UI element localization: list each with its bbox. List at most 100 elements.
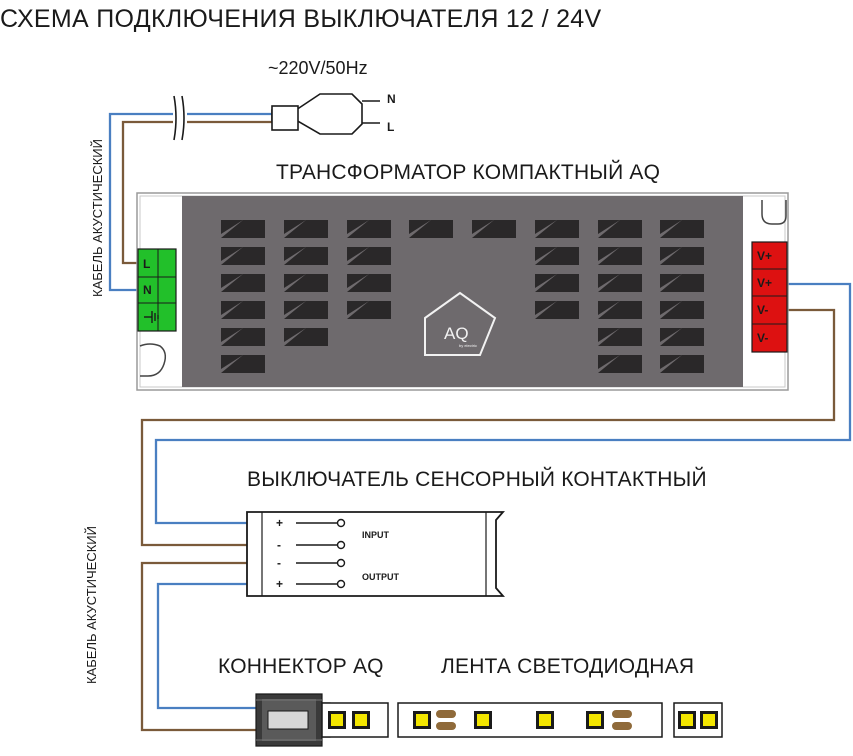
cable-break-icon (173, 95, 187, 141)
vent-slot (347, 301, 369, 315)
terminal-l-label: L (143, 257, 150, 271)
vent-slot (598, 355, 620, 369)
vent-slot (284, 328, 328, 346)
vent-slot (660, 328, 704, 346)
vent-slot (221, 301, 243, 315)
vent-slot (221, 328, 265, 346)
vent-slot (598, 274, 620, 288)
vent-slot (221, 301, 265, 319)
vent-slot (535, 220, 579, 238)
vent-slot (598, 301, 620, 315)
mount-slot-top-right (761, 200, 787, 225)
vent-slot (535, 274, 579, 292)
ventilation-grille (221, 220, 704, 373)
vent-slot (598, 247, 620, 261)
vent-slot (598, 274, 642, 292)
strip-segment (397, 702, 663, 738)
vent-slot (347, 220, 369, 234)
wire-mains-blue (108, 112, 272, 292)
led-chip-emitter (355, 714, 367, 726)
led-chip-emitter (539, 714, 551, 726)
vent-slot (284, 247, 306, 261)
vent-slot (598, 355, 642, 373)
aq-logo-subtext: by electric (459, 343, 477, 348)
vent-slot (660, 274, 682, 288)
vent-slot (221, 247, 265, 265)
switch-sign-input-minus: - (277, 538, 281, 552)
solder-pad (612, 722, 632, 730)
cable-label-top: КАБЕЛЬ АКУСТИЧЕСКИЙ (90, 139, 105, 297)
diagram-title: СХЕМА ПОДКЛЮЧЕНИЯ ВЫКЛЮЧАТЕЛЯ 12 / 24V (0, 5, 601, 33)
wire-mains-brown (121, 120, 272, 265)
vent-slot (347, 220, 391, 238)
switch-sign-input-plus: + (276, 516, 283, 530)
wire-out-plus (156, 582, 256, 710)
vent-slot (472, 220, 494, 234)
vent-slot (472, 220, 516, 238)
vent-slot (221, 274, 243, 288)
mains-voltage-label: ~220V/50Hz (268, 58, 368, 78)
solder-pad (436, 710, 456, 718)
vent-slot (284, 328, 306, 342)
vent-slot (660, 328, 682, 342)
vent-slot (221, 274, 265, 292)
vent-slot (660, 247, 682, 261)
connector-label: КОННЕКТОР AQ (218, 655, 384, 678)
vent-slot (221, 220, 265, 238)
plug-pin-n-label: N (387, 92, 396, 106)
switch-sign-output-plus: + (276, 577, 283, 591)
vent-slot (347, 274, 369, 288)
terminal-n-label: N (143, 283, 152, 297)
vent-slot (284, 247, 328, 265)
led-chip-emitter (477, 714, 489, 726)
vent-slot (221, 247, 243, 261)
vent-slot (660, 301, 682, 315)
vent-slot (598, 220, 620, 234)
vent-slot (347, 247, 369, 261)
strip-label: ЛЕНТА СВЕТОДИОДНАЯ (441, 655, 694, 678)
solder-pad (612, 710, 632, 718)
vent-slot (598, 328, 642, 346)
vent-slot (660, 301, 704, 319)
vent-slot (535, 301, 579, 319)
terminal-vminus-1-label: V- (757, 303, 768, 317)
vent-slot (284, 301, 306, 315)
solder-pad (436, 722, 456, 730)
vent-slot (535, 247, 579, 265)
input-terminal-block: L N (137, 248, 177, 332)
led-chip-emitter (681, 714, 693, 726)
vent-slot (409, 220, 453, 238)
vent-slot (284, 301, 328, 319)
vent-slot (284, 220, 306, 234)
led-chip-emitter (703, 714, 715, 726)
wire-v-minus (140, 308, 836, 547)
vent-slot (598, 301, 642, 319)
vent-slot (347, 274, 391, 292)
vent-slot (598, 247, 642, 265)
vent-slot (660, 220, 704, 238)
cable-label-bottom: КАБЕЛЬ АКУСТИЧЕСКИЙ (84, 526, 99, 684)
wire-out-minus (140, 561, 256, 732)
aq-logo-text: AQ (444, 324, 469, 343)
connector-aq-icon (255, 693, 331, 747)
led-chip-emitter (589, 714, 601, 726)
vent-slot (221, 328, 243, 342)
vent-slot (535, 220, 557, 234)
terminal-vplus-1-label: V+ (757, 249, 772, 263)
vent-slot (660, 247, 704, 265)
led-chip-emitter (331, 714, 343, 726)
transformer: AQ by electric (136, 192, 789, 391)
vent-slot (535, 301, 557, 315)
switch-input-label: INPUT (362, 530, 390, 540)
mount-slot-bottom-left (139, 343, 167, 377)
vent-slot (598, 328, 620, 342)
wire-v-plus (154, 282, 852, 525)
switch-output-label: OUTPUT (362, 572, 400, 582)
vent-slot (660, 355, 704, 373)
switch-label: ВЫКЛЮЧАТЕЛЬ СЕНСОРНЫЙ КОНТАКТНЫЙ (247, 467, 707, 491)
vent-slot (284, 274, 328, 292)
ground-icon (144, 311, 159, 323)
vent-slot (347, 247, 391, 265)
wires (108, 112, 852, 732)
